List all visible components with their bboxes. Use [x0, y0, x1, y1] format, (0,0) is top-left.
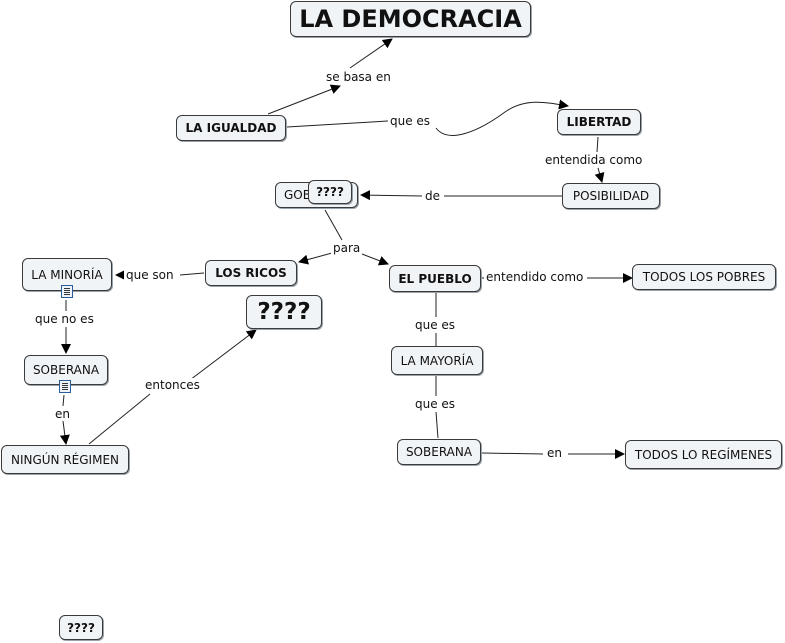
node-big-unknown[interactable]: ???? — [246, 295, 322, 329]
link-entendida-como[interactable]: entendida como — [543, 153, 645, 167]
link-entonces[interactable]: entonces — [143, 378, 202, 392]
node-todos-lo-regimenes[interactable]: TODOS LO REGÍMENES — [625, 440, 782, 469]
document-icon[interactable] — [59, 380, 71, 393]
link-que-es-low[interactable]: que es — [413, 397, 458, 411]
link-en-right[interactable]: en — [545, 446, 564, 460]
node-la-igualdad[interactable]: LA IGUALDAD — [176, 115, 286, 141]
node-soberana-right[interactable]: SOBERANA — [397, 439, 481, 465]
node-bottom-unknown[interactable]: ???? — [59, 615, 103, 640]
node-el-pueblo[interactable]: EL PUEBLO — [389, 265, 481, 292]
link-que-es-top[interactable]: que es — [388, 114, 433, 128]
link-que-no-es[interactable]: que no es — [33, 312, 96, 326]
link-se-basa-en[interactable]: se basa en — [324, 70, 393, 84]
link-que-es-mid[interactable]: que es — [413, 318, 458, 332]
link-en-left[interactable]: en — [53, 407, 72, 421]
link-para[interactable]: para — [331, 241, 363, 255]
node-libertad[interactable]: LIBERTAD — [557, 109, 641, 135]
document-icon[interactable] — [61, 285, 73, 298]
node-la-minoria[interactable]: LA MINORÍA — [22, 258, 112, 291]
node-posibilidad[interactable]: POSIBILIDAD — [562, 183, 660, 209]
node-los-ricos[interactable]: LOS RICOS — [205, 260, 297, 286]
node-todos-los-pobres[interactable]: TODOS LOS POBRES — [632, 264, 776, 290]
node-la-democracia[interactable]: LA DEMOCRACIA — [290, 1, 531, 37]
node-gobierno-overlay[interactable]: ???? — [308, 180, 352, 204]
link-de[interactable]: de — [423, 189, 442, 203]
node-ningun-regimen[interactable]: NINGÚN RÉGIMEN — [1, 445, 129, 474]
node-la-mayoria[interactable]: LA MAYORÍA — [391, 346, 483, 375]
link-que-son[interactable]: que son — [124, 268, 176, 282]
node-soberana-left[interactable]: SOBERANA — [24, 355, 108, 385]
link-entendido-como[interactable]: entendido como — [484, 270, 586, 284]
